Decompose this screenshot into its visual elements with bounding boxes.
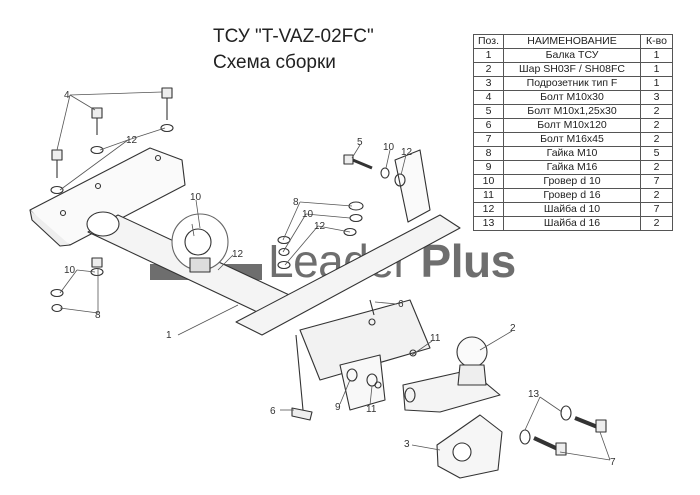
long-bolt-right: [369, 299, 375, 316]
callout-10-mid: 10: [302, 209, 314, 220]
callout-1: 1: [166, 330, 172, 341]
tow-plate: [299, 299, 431, 381]
cell-name: Подрозетник тип F: [503, 76, 641, 91]
callout-10-socket: 10: [190, 192, 202, 203]
watermark-word-plus: Plus: [420, 235, 517, 287]
drawing-subtitle: Схема сборки: [213, 52, 336, 73]
callout-12-right: 12: [401, 147, 413, 158]
callout-6-bottom: 6: [270, 406, 276, 417]
cell-qty: 2: [640, 216, 673, 231]
cell-name: Болт М16х45: [503, 132, 641, 147]
callout-12-socket: 12: [232, 249, 244, 260]
callout-4: 4: [64, 90, 70, 101]
callout-13: 13: [528, 389, 540, 400]
right-bracket: [235, 214, 461, 336]
callout-5: 5: [357, 137, 363, 148]
callout-9: 9: [335, 402, 341, 413]
bolt-group-4: [51, 87, 173, 178]
cell-name: Шайба d 16: [503, 216, 641, 231]
callout-10-right: 10: [383, 142, 395, 153]
long-bolt-left: [295, 334, 304, 411]
callout-10-left: 10: [64, 265, 76, 276]
callout-11-bottom: 11: [366, 404, 377, 415]
tow-ball: [456, 336, 488, 368]
callout-7: 7: [610, 457, 616, 468]
callout-11-top: 11: [430, 333, 441, 344]
callout-8-mid: 8: [293, 197, 299, 208]
callout-12-left: 12: [126, 135, 138, 146]
callout-2: 2: [510, 323, 516, 334]
callout-3: 3: [404, 439, 410, 450]
cell-name: Гайка М10: [503, 146, 641, 161]
drawing-title: ТСУ "T-VAZ-02FC": [213, 26, 374, 47]
callout-8-left: 8: [95, 310, 101, 321]
callout-12-mid: 12: [314, 221, 326, 232]
callout-6-top: 6: [398, 299, 404, 310]
